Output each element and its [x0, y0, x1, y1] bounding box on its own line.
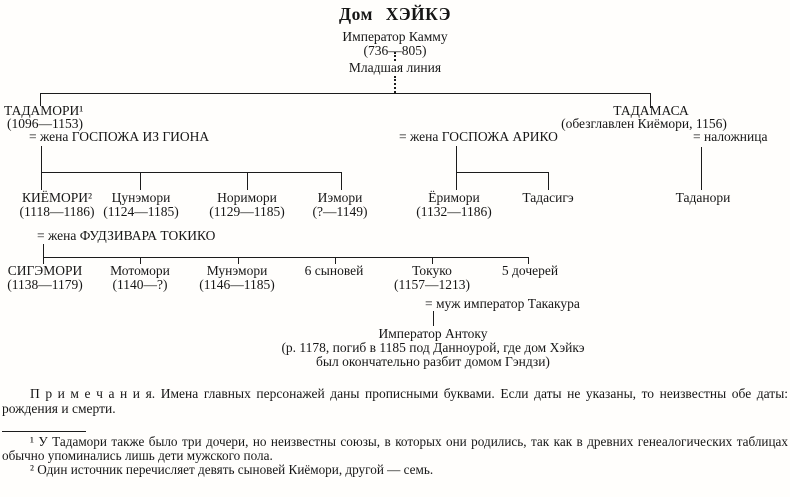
connector-tick	[528, 257, 529, 264]
connector-antoku-vertical	[433, 311, 434, 326]
connector-concubine-vertical	[701, 147, 702, 190]
node-tokuko: Токуко (1157—1213)	[394, 263, 470, 292]
node-five-daughters: 5 дочерей	[501, 263, 559, 278]
connector-tick	[238, 257, 239, 264]
connector-drop-tadamasa	[650, 93, 651, 108]
node-yorimori: Ёримори (1132—1186)	[416, 190, 492, 219]
node-emperor-kammu: Император Камму (736—805)	[342, 29, 448, 58]
connector-drop-tadamori	[40, 93, 41, 106]
connector-tick	[140, 257, 141, 264]
person-name: Мунэмори	[206, 263, 268, 278]
connector-ariko-vertical	[456, 146, 457, 190]
connector-gion-branch	[41, 172, 342, 173]
node-tadamasa-name: ТАДАМАСА	[613, 103, 689, 118]
node-six-sons: 6 сыновей	[304, 263, 364, 278]
notes-text: Имена главных персонажей даны прописными…	[2, 386, 789, 416]
person-name: Мотомори	[110, 263, 170, 278]
person-name: СИГЭМОРИ	[7, 263, 83, 278]
person-name: Иэмори	[317, 190, 363, 205]
person-dates: (1157—1213)	[394, 277, 470, 292]
person-name: Норимори	[217, 190, 277, 205]
connector-tick	[341, 172, 342, 190]
node-tadamori-dates: (1096—1153)	[7, 116, 83, 131]
connector-kiyomori-branch	[43, 257, 529, 258]
connector-tick	[335, 257, 336, 264]
person-name: Император Антоку	[378, 326, 488, 341]
person-dates: (1146—1185)	[199, 277, 275, 292]
node-kiyomori: КИЁМОРИ² (1118—1186)	[19, 190, 95, 219]
person-dates: (1138—1179)	[7, 277, 83, 292]
person-name: 5 дочерей	[501, 263, 559, 278]
spouse-label-ariko: = жена ГОСПОЖА АРИКО	[399, 129, 558, 144]
person-name: Ёримори	[428, 190, 480, 205]
node-motomori: Мотомори (1140—?)	[110, 263, 170, 292]
person-name: Император Камму	[342, 29, 448, 44]
person-name: КИЁМОРИ²	[21, 190, 93, 205]
node-tadashige: Тадасигэ	[522, 190, 574, 205]
person-name: Таданори	[675, 190, 731, 205]
connector-tick	[140, 172, 141, 190]
node-emperor-antoku: Император Антоку (р. 1178, погиб в 1185 …	[281, 326, 585, 369]
notes-label: П р и м е ч а н и я.	[30, 386, 156, 401]
page-title: Дом ХЭЙКЭ	[339, 4, 451, 24]
node-tadanori: Таданори	[675, 190, 731, 205]
spouse-label-concubine: = наложница	[693, 129, 768, 144]
node-munemori: Мунэмори (1146—1185)	[199, 263, 275, 292]
person-name: Цунэмори	[111, 190, 171, 205]
footnotes: ¹ У Тадамори также было три дочери, но н…	[2, 435, 788, 477]
connector-main-horizontal	[40, 93, 651, 94]
connector-tokiko-vertical	[43, 244, 44, 264]
person-name: Токуко	[412, 263, 452, 278]
node-shigemori: СИГЭМОРИ (1138—1179)	[7, 263, 83, 292]
footnote-divider	[2, 431, 86, 432]
node-tadamori-name: ТАДАМОРИ¹	[4, 103, 84, 118]
antoku-note-line2: был окончательно разбит домом Гэндзи)	[316, 354, 550, 369]
person-dates: (1124—1185)	[103, 204, 179, 219]
connector-ariko-branch	[456, 172, 549, 173]
notes-paragraph: П р и м е ч а н и я. Имена главных персо…	[2, 386, 789, 416]
person-dates: (1140—?)	[112, 277, 168, 292]
dotted-connector-line	[394, 52, 396, 61]
spouse-label-takakura: = муж император Такакура	[425, 296, 580, 311]
node-norimori: Норимори (1129—1185)	[209, 190, 285, 219]
footnote-2: ² Один источник перечисляет девять сынов…	[30, 462, 434, 477]
node-tadamasa-note: (обезглавлен Киёмори, 1156)	[561, 116, 727, 131]
node-iemori: Иэмори (?—1149)	[312, 190, 368, 219]
spouse-label-tokiko: = жена ФУДЗИВАРА ТОКИКО	[37, 228, 216, 243]
connector-tick	[432, 257, 433, 264]
node-tsunemori: Цунэмори (1124—1185)	[103, 190, 179, 219]
connector-gion-vertical	[41, 146, 42, 190]
person-dates: (1132—1186)	[416, 204, 492, 219]
dotted-connector-line	[394, 76, 396, 93]
footnote-1: ¹ У Тадамори также было три дочери, но н…	[2, 434, 788, 463]
person-dates: (1129—1185)	[209, 204, 285, 219]
person-name: 6 сыновей	[304, 263, 364, 278]
connector-tick	[548, 172, 549, 190]
spouse-label-gion: = жена ГОСПОЖА ИЗ ГИОНА	[29, 129, 210, 144]
person-dates: (736—805)	[363, 43, 427, 58]
antoku-note-line1: (р. 1178, погиб в 1185 под Данноурой, гд…	[281, 340, 585, 355]
junior-line-label: Младшая линия	[348, 60, 442, 75]
person-dates: (1118—1186)	[19, 204, 95, 219]
connector-tick	[247, 172, 248, 190]
person-name: Тадасигэ	[522, 190, 574, 205]
person-dates: (?—1149)	[312, 204, 368, 219]
